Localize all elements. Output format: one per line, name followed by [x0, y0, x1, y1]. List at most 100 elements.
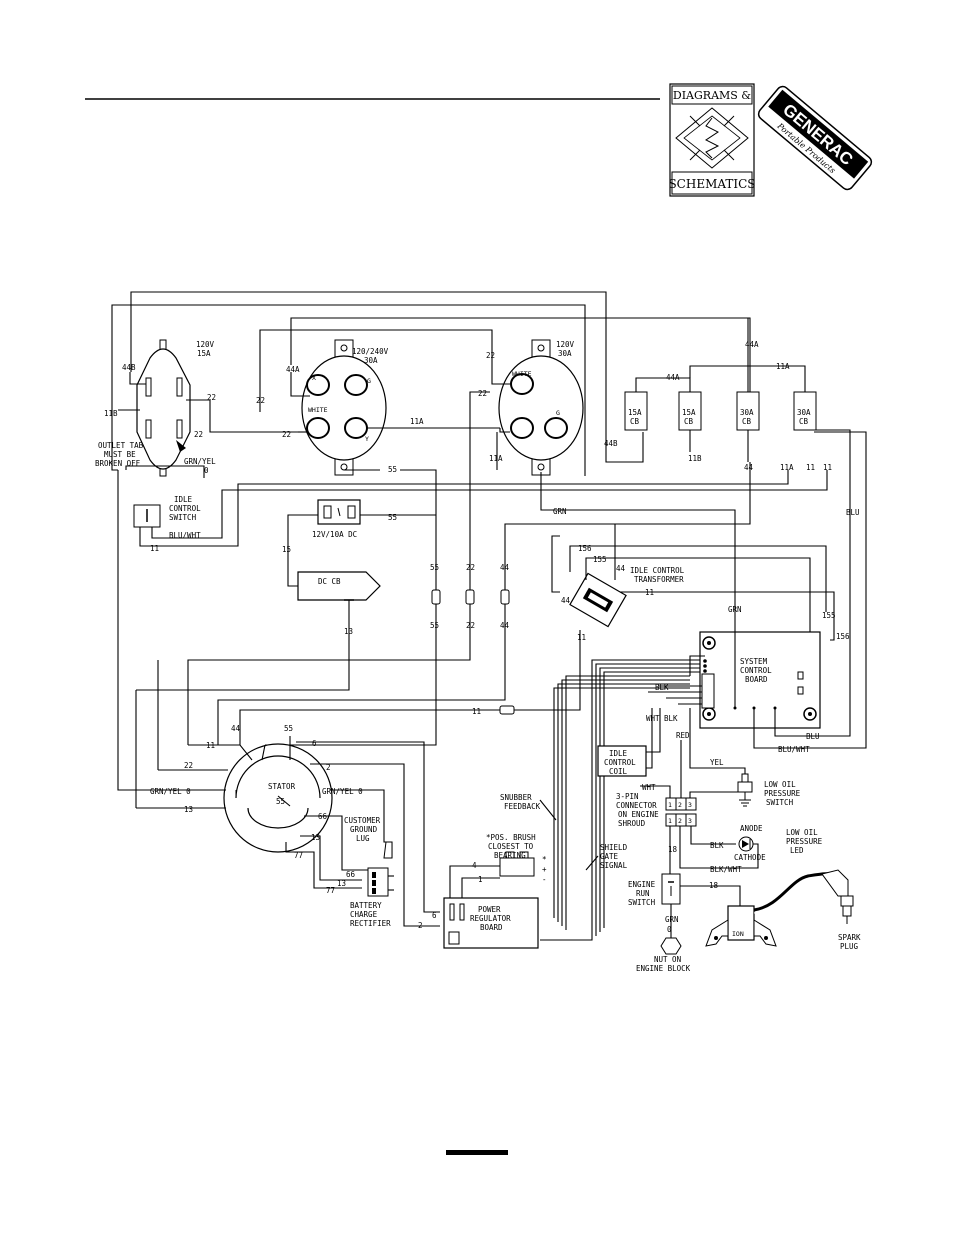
svg-text:44A: 44A: [286, 365, 300, 374]
svg-text:18: 18: [668, 845, 678, 854]
system-control-board: SYSTEM CONTROL BOARD BLU BLU/WHT: [699, 431, 867, 754]
svg-text:CB: CB: [799, 417, 809, 426]
stator: STATOR 44 55 11 22 GRN/YEL 0 13 55 GRN/Y…: [117, 465, 440, 927]
svg-text:CHARGE: CHARGE: [350, 910, 378, 919]
svg-text:13: 13: [311, 833, 320, 842]
svg-text:GRN/YEL: GRN/YEL: [184, 457, 216, 466]
svg-text:ENGINE: ENGINE: [628, 880, 656, 889]
svg-text:CLOSEST TO: CLOSEST TO: [488, 842, 534, 851]
svg-text:MUST BE: MUST BE: [104, 450, 136, 459]
diagrams-schematics-logo: DIAGRAMS & SCHEMATICS: [668, 83, 756, 197]
svg-text:IDLE: IDLE: [174, 495, 193, 504]
svg-text:11: 11: [150, 544, 159, 553]
svg-text:155: 155: [593, 555, 607, 564]
svg-text:77: 77: [326, 886, 335, 895]
generac-logo: GENERAC Portable Products: [757, 85, 873, 191]
svg-text:COIL: COIL: [609, 767, 628, 776]
svg-text:55: 55: [388, 465, 397, 474]
svg-text:12V/10A DC: 12V/10A DC: [312, 530, 357, 539]
svg-text:-: -: [542, 875, 547, 884]
svg-text:WHT: WHT: [642, 783, 656, 792]
svg-text:LED: LED: [790, 846, 804, 855]
svg-text:22: 22: [194, 430, 203, 439]
svg-text:44A: 44A: [666, 373, 680, 382]
circuit-breakers: 15A CB 15A CB 30A CB 30A CB 44A 44A 11A …: [604, 318, 860, 517]
outlet-120-240v-30a: WHITE X G Y 120/240V 30A 44A 22 22 11A 5…: [256, 329, 500, 598]
svg-text:77: 77: [294, 851, 303, 860]
idle-control-switch: IDLE CONTROL SWITCH BLU/WHT 11: [133, 470, 828, 553]
svg-text:22: 22: [486, 351, 495, 360]
svg-text:22: 22: [282, 430, 291, 439]
svg-text:SHIELD: SHIELD: [600, 843, 628, 852]
svg-text:NUT ON: NUT ON: [654, 955, 681, 964]
top-wires: [111, 291, 751, 476]
svg-text:22: 22: [466, 563, 475, 572]
dc-circuit-breaker: DC CB 13: [297, 571, 381, 640]
svg-text:REGULATOR: REGULATOR: [470, 914, 511, 923]
svg-text:BLK: BLK: [655, 683, 669, 692]
svg-text:RUN: RUN: [636, 889, 650, 898]
svg-text:2: 2: [678, 817, 682, 825]
svg-text:120/240V: 120/240V: [352, 347, 389, 356]
brush-holder: *POS. BRUSH CLOSEST TO BEARING * + - 4 1: [449, 833, 547, 904]
svg-text:PLUG: PLUG: [840, 942, 859, 951]
svg-text:66: 66: [346, 870, 356, 879]
svg-text:DIAGRAMS &: DIAGRAMS &: [673, 89, 751, 102]
svg-text:13: 13: [337, 879, 346, 888]
svg-text:11: 11: [806, 463, 815, 472]
svg-text:BOARD: BOARD: [745, 675, 768, 684]
svg-text:PRESSURE: PRESSURE: [786, 837, 823, 846]
wire-harness: BLK WHT BLK RED SNUBBER FEEDBACK SHIELD …: [500, 655, 707, 941]
svg-text:15A: 15A: [682, 408, 696, 417]
svg-text:11A: 11A: [780, 463, 794, 472]
svg-text:GRN/YEL 0: GRN/YEL 0: [322, 787, 363, 796]
svg-text:BLK: BLK: [664, 714, 678, 723]
idle-control-coil: IDLE CONTROL COIL: [597, 708, 661, 777]
svg-text:3: 3: [688, 801, 692, 809]
svg-text:CONTROL: CONTROL: [604, 758, 636, 767]
svg-text:0: 0: [667, 925, 672, 934]
svg-text:30A: 30A: [740, 408, 754, 417]
svg-text:LOW OIL: LOW OIL: [764, 780, 796, 789]
svg-text:YEL: YEL: [710, 758, 724, 767]
svg-text:GROUND: GROUND: [350, 825, 378, 834]
svg-text:SWITCH: SWITCH: [169, 513, 197, 522]
svg-text:11B: 11B: [104, 409, 118, 418]
svg-text:SYSTEM: SYSTEM: [740, 657, 768, 666]
svg-text:18: 18: [709, 881, 719, 890]
svg-text:22: 22: [207, 393, 216, 402]
svg-text:11A: 11A: [776, 362, 790, 371]
svg-text:13: 13: [184, 805, 193, 814]
svg-text:44B: 44B: [604, 439, 618, 448]
svg-text:IDLE: IDLE: [609, 749, 628, 758]
svg-text:GRN/YEL 0: GRN/YEL 0: [150, 787, 191, 796]
svg-text:15A: 15A: [197, 349, 211, 358]
svg-text:11A: 11A: [410, 417, 424, 426]
svg-text:DC CB: DC CB: [318, 577, 341, 586]
svg-text:POWER: POWER: [478, 905, 501, 914]
svg-text:GRN: GRN: [665, 915, 679, 924]
svg-text:CB: CB: [742, 417, 752, 426]
svg-text:ANODE: ANODE: [740, 824, 763, 833]
svg-text:15: 15: [282, 545, 291, 554]
footer-bar: [446, 1150, 508, 1155]
svg-text:WHT: WHT: [646, 714, 660, 723]
svg-text:11A: 11A: [489, 454, 503, 463]
svg-text:3-PIN: 3-PIN: [616, 792, 639, 801]
svg-text:44A: 44A: [745, 340, 759, 349]
svg-text:ON ENGINE: ON ENGINE: [618, 810, 659, 819]
svg-text:BOARD: BOARD: [480, 923, 503, 932]
svg-text:SHROUD: SHROUD: [618, 819, 646, 828]
engine-run-switch: ENGINE RUN SWITCH 18 GRN 0 NUT ON ENGINE…: [628, 873, 741, 973]
svg-text:22: 22: [478, 389, 487, 398]
customer-ground-lug: CUSTOMER GROUND LUG: [344, 816, 393, 859]
svg-text:*: *: [542, 855, 547, 864]
low-oil-led: ANODE CATHODE LOW OIL PRESSURE LED: [734, 824, 823, 869]
power-regulator-board: POWER REGULATOR BOARD 6 2: [418, 897, 539, 949]
svg-text:CONNECTOR: CONNECTOR: [616, 801, 657, 810]
svg-text:156: 156: [578, 544, 592, 553]
svg-text:X: X: [312, 374, 316, 382]
svg-text:CUSTOMER: CUSTOMER: [344, 816, 381, 825]
svg-text:55: 55: [388, 513, 397, 522]
